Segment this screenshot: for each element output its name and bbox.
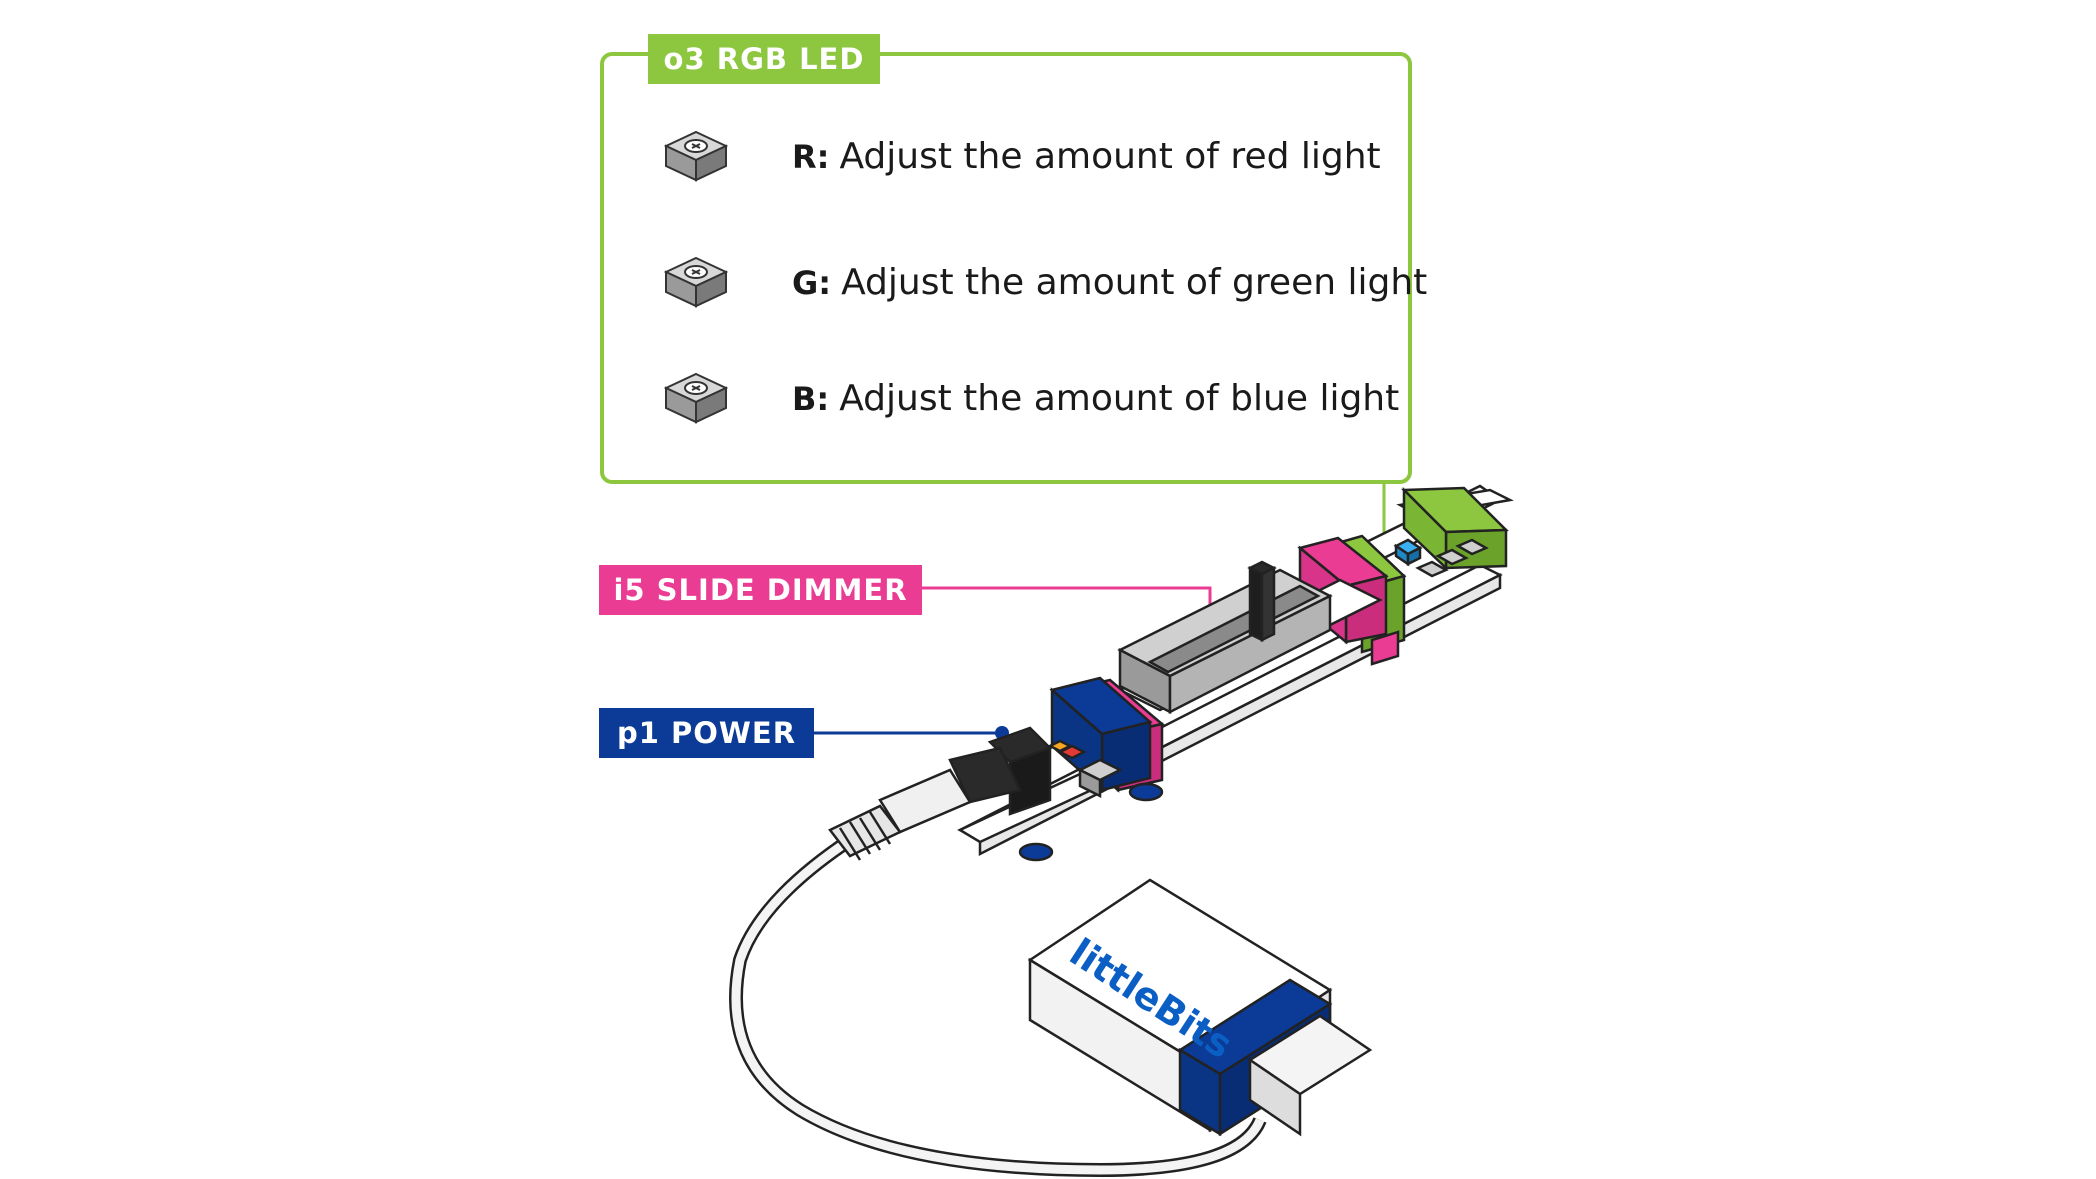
rgb-row-green-key: G: bbox=[792, 263, 832, 302]
rgb-row-green: G:Adjust the amount of green light bbox=[664, 254, 1427, 310]
rgb-row-red: R:Adjust the amount of red light bbox=[664, 128, 1381, 184]
rgb-row-blue-text: B:Adjust the amount of blue light bbox=[792, 378, 1399, 419]
power-label: p1 POWER bbox=[599, 708, 814, 758]
trimmer-knob-icon bbox=[664, 130, 728, 182]
rgb-row-blue-desc: Adjust the amount of blue light bbox=[839, 377, 1400, 419]
rgb-led-callout-box bbox=[600, 52, 1412, 484]
rgb-row-red-desc: Adjust the amount of red light bbox=[839, 135, 1381, 177]
power-module bbox=[957, 676, 1164, 862]
rgb-row-green-text: G:Adjust the amount of green light bbox=[792, 262, 1427, 303]
trimmer-knob-icon bbox=[664, 372, 728, 424]
rgb-row-blue-key: B: bbox=[792, 379, 830, 418]
battery-icon bbox=[1027, 878, 1373, 1137]
trimmer-knob-icon bbox=[664, 256, 728, 308]
rgb-row-green-desc: Adjust the amount of green light bbox=[841, 261, 1428, 303]
power-cable-icon bbox=[729, 746, 1267, 1178]
slide-dimmer-leader-line bbox=[922, 586, 1212, 628]
rgb-led-label: o3 RGB LED bbox=[648, 34, 880, 84]
slide-dimmer-label: i5 SLIDE DIMMER bbox=[599, 565, 922, 615]
rgb-row-blue: B:Adjust the amount of blue light bbox=[664, 370, 1399, 426]
rgb-row-red-text: R:Adjust the amount of red light bbox=[792, 136, 1381, 177]
rgb-row-red-key: R: bbox=[792, 137, 830, 176]
